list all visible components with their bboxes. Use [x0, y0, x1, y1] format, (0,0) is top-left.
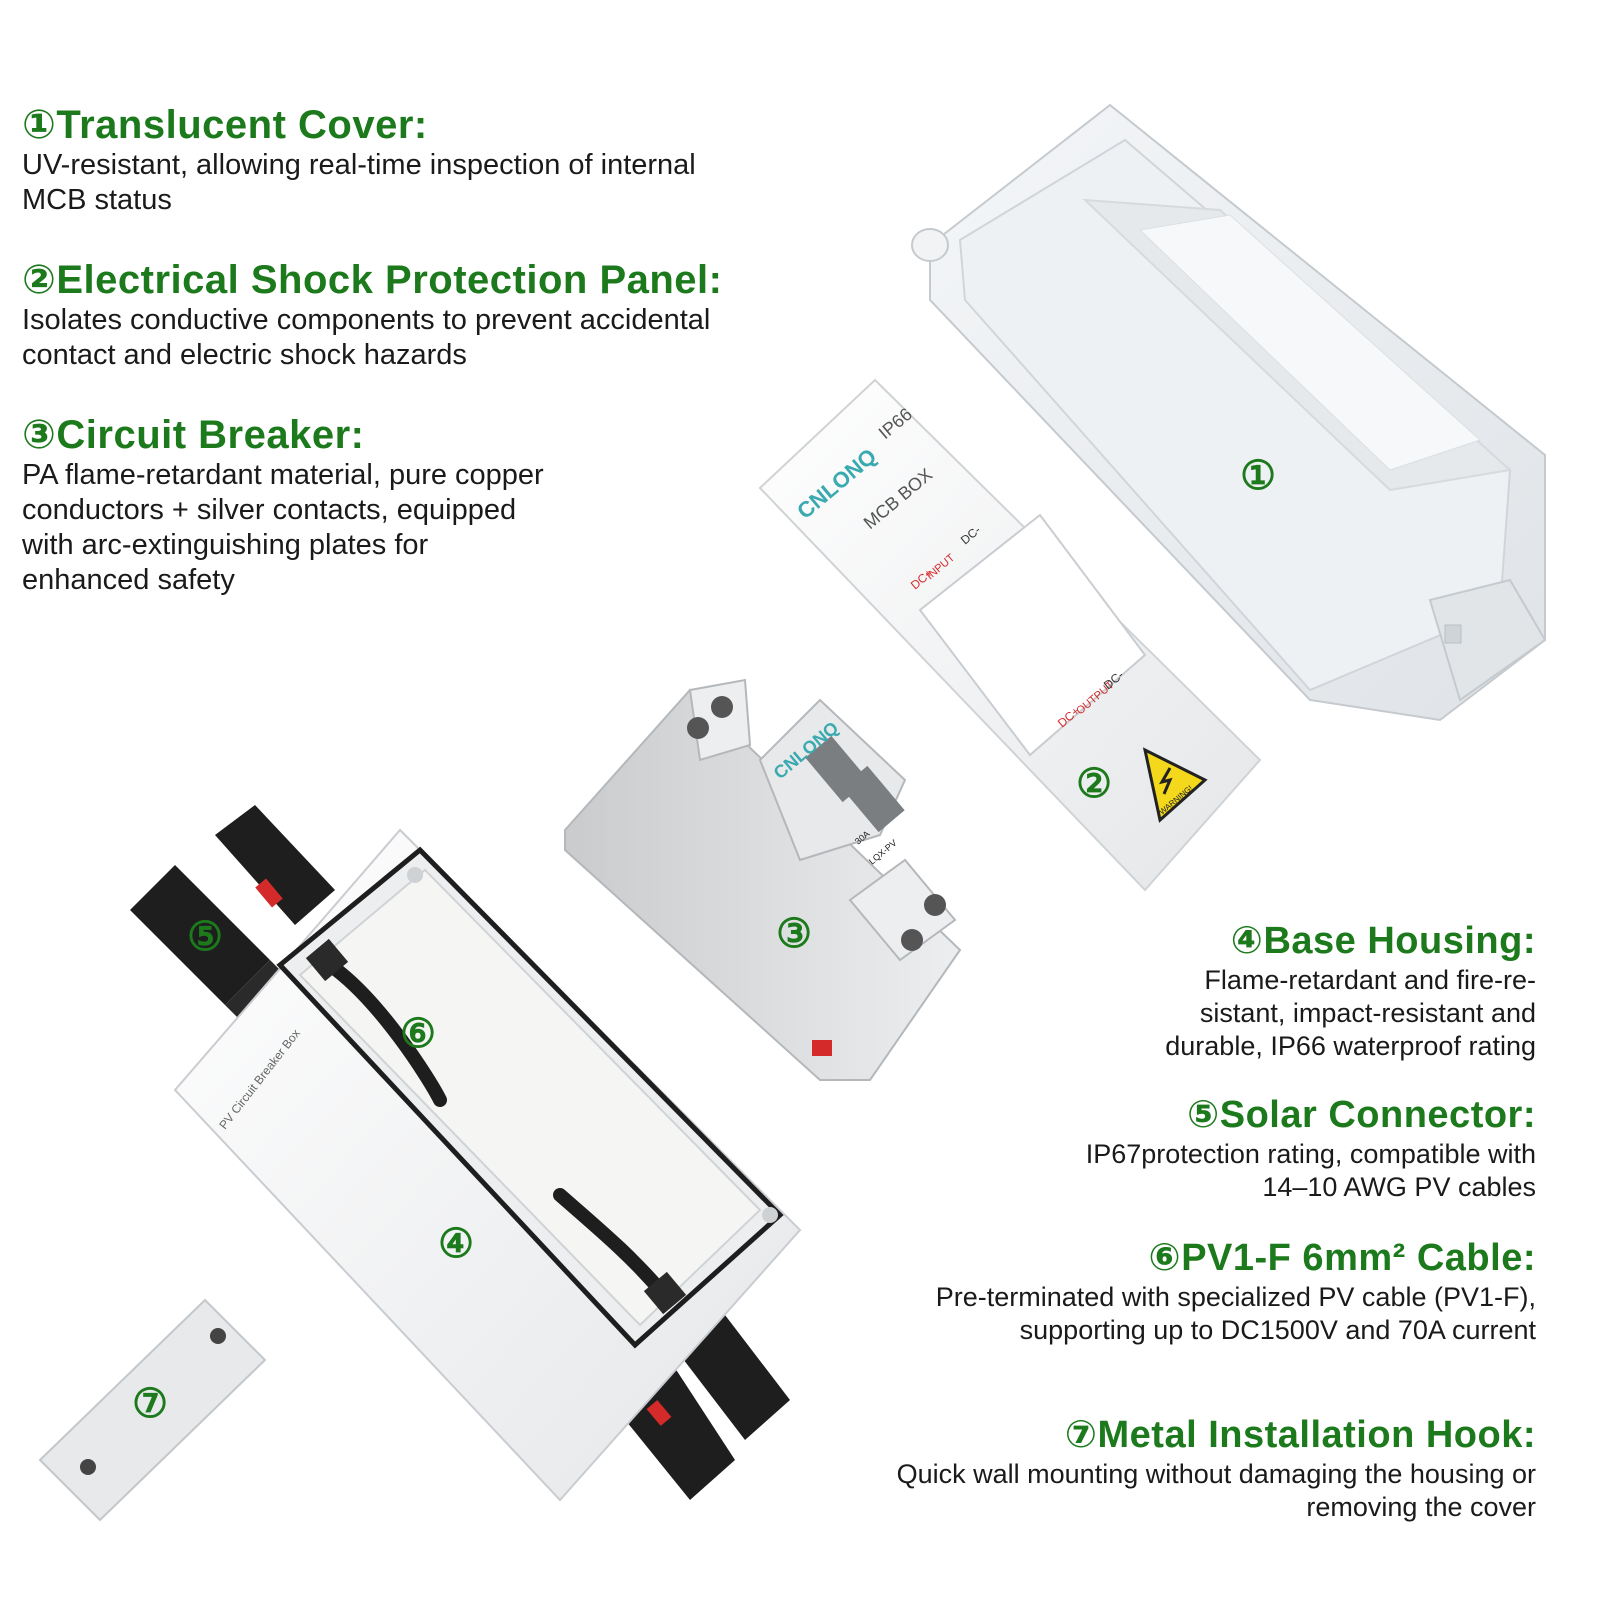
breaker-model-text: LQX-PV: [867, 838, 899, 867]
feature-translucent-cover: ①Translucent Cover: UV-resistant, allowi…: [22, 102, 696, 218]
feature-title: ④Base Housing:: [1230, 920, 1536, 962]
metal-installation-hook: [38, 1298, 267, 1522]
feature-title: ⑦Metal Installation Hook:: [1064, 1414, 1536, 1456]
svg-text:④: ④: [438, 1222, 474, 1266]
svg-text:①: ①: [1240, 454, 1276, 498]
marker-4: ④: [438, 1222, 474, 1266]
feature-title: ①Translucent Cover:: [22, 103, 428, 147]
feature-solar-connector: ⑤Solar Connector: IP67protection rating,…: [1086, 1094, 1536, 1204]
svg-text:⑥: ⑥: [400, 1012, 436, 1056]
feature-title: ⑥PV1-F 6mm² Cable:: [1148, 1237, 1536, 1279]
warning-icon: [1142, 747, 1208, 823]
svg-text:⑤: ⑤: [187, 915, 223, 959]
feature-title: ⑤Solar Connector:: [1187, 1094, 1536, 1136]
feature-desc: UV-resistant, allowing real-time inspect…: [22, 149, 696, 216]
svg-text:②: ②: [1076, 762, 1112, 806]
translucent-cover: [911, 103, 1547, 722]
circuit-breaker: CNLONQ 30A LQX-PV: [564, 678, 962, 1081]
marker-6: ⑥: [400, 1012, 436, 1056]
feature-metal-hook: ⑦Metal Installation Hook: Quick wall mou…: [897, 1414, 1536, 1524]
feature-desc: PA flame-retardant material, pure copper…: [22, 459, 544, 596]
marker-3: ③: [776, 912, 812, 956]
svg-text:⑦: ⑦: [132, 1382, 168, 1426]
marker-7: ⑦: [132, 1382, 168, 1426]
feature-desc: Isolates conductive components to preven…: [22, 304, 711, 371]
feature-desc: Quick wall mounting without damaging the…: [896, 1458, 1536, 1522]
svg-text:③: ③: [776, 912, 812, 956]
feature-title: ②Electrical Shock Protection Panel:: [22, 258, 723, 302]
feature-title: ③Circuit Breaker:: [22, 413, 365, 457]
marker-2: ②: [1076, 762, 1112, 806]
base-housing: PV Circuit Breaker Box: [173, 828, 802, 1502]
shock-protection-panel: CNLONQ IP66 MCB BOX INPUT DC+ DC- OUTPUT…: [758, 378, 1262, 892]
pv-cable: [323, 958, 447, 1107]
feature-shock-protection-panel: ②Electrical Shock Protection Panel: Isol…: [22, 257, 722, 373]
feature-pv-cable: ⑥PV1-F 6mm² Cable: Pre-terminated with s…: [936, 1237, 1536, 1347]
feature-desc: Flame-retardant and fire-re-sistant, imp…: [1165, 964, 1536, 1061]
marker-1: ①: [1240, 454, 1276, 498]
feature-circuit-breaker: ③Circuit Breaker: PA flame-retardant mat…: [22, 412, 544, 598]
feature-base-housing: ④Base Housing: Flame-retardant and fire-…: [1165, 920, 1536, 1063]
feature-desc: Pre-terminated with specialized PV cable…: [935, 1281, 1536, 1345]
marker-5: ⑤: [187, 915, 223, 959]
